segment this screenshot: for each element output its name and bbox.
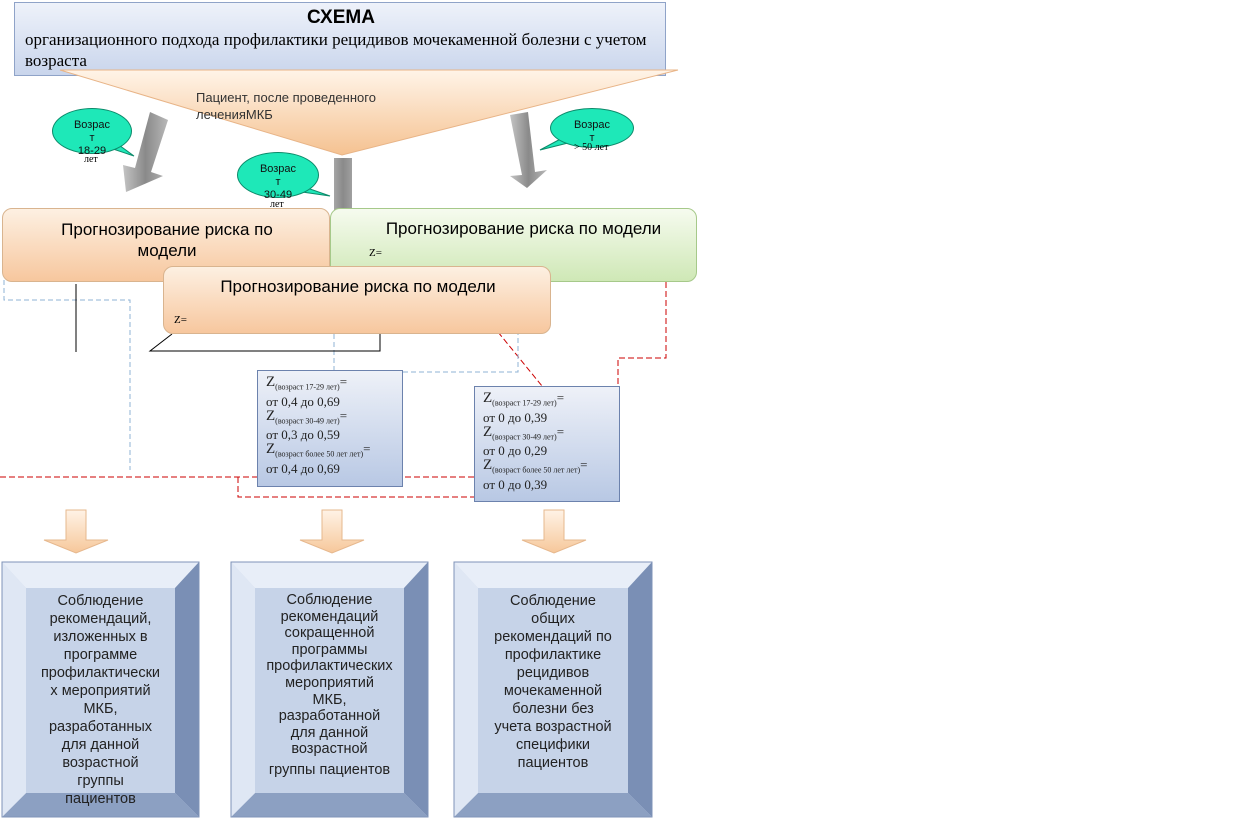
prog-title-right: Прогнозирование риска по модели bbox=[385, 219, 662, 238]
peach-arrow-3 bbox=[521, 509, 587, 554]
z-row: Z(возраст более 50 лет лет)= bbox=[483, 457, 588, 475]
patient-label: Пациент, после проведенного леченияМКБ bbox=[196, 89, 376, 123]
outcome-bevel-1 bbox=[1, 561, 200, 818]
prog-z-middle: Z= bbox=[174, 314, 187, 326]
z-row: Z(возраст 30-49 лет)= bbox=[483, 423, 565, 442]
red-dashed-connector-bottom bbox=[237, 477, 474, 498]
header-box: СХЕМА организационного подхода профилакт… bbox=[14, 2, 666, 76]
peach-arrow-2 bbox=[299, 509, 365, 554]
age-bubble-50-plus: Возрас т bbox=[550, 108, 634, 148]
z-range: от 0,4 до 0,69 bbox=[266, 460, 340, 476]
arrow-left-gray bbox=[123, 112, 168, 192]
prog-box-middle: Прогнозирование риска по модели Z= bbox=[163, 266, 551, 334]
diagram-title: СХЕМА bbox=[307, 7, 375, 28]
arrow-center-gray bbox=[324, 158, 362, 240]
outcome-bevel-2 bbox=[230, 561, 429, 818]
arrow-right-gray bbox=[510, 112, 547, 188]
outcome-text-2: Соблюдение рекомендаций сокращенной прог… bbox=[266, 592, 393, 778]
diagram-subtitle: организационного подхода профилактики ре… bbox=[25, 30, 647, 70]
patient-line-1: Пациент, после проведенного bbox=[196, 90, 376, 105]
patient-line-2: леченияМКБ bbox=[196, 107, 273, 122]
red-dashed-connector-mid bbox=[497, 331, 543, 387]
z-row: Z(возраст более 50 лет лет)= bbox=[266, 441, 371, 459]
peach-arrow-1 bbox=[43, 509, 109, 554]
z-row: Z(возраст 30-49 лет)= bbox=[266, 407, 348, 426]
blue-dashed-connector-right bbox=[402, 282, 519, 373]
z-range: от 0,4 до 0,69 bbox=[266, 393, 340, 409]
z-range: от 0 до 0,29 bbox=[483, 443, 548, 459]
z-row: Z(возраст 17-29 лет)= bbox=[483, 390, 565, 408]
prog-title-middle: Прогнозирование риска по модели bbox=[220, 277, 496, 296]
z-range: от 0,3 до 0,59 bbox=[266, 427, 340, 443]
z-range: от 0 до 0,39 bbox=[483, 409, 548, 425]
age-bubble-50-plus-tail: > 50 лет bbox=[574, 142, 609, 153]
prog-z-right: Z= bbox=[369, 247, 382, 259]
outcome-text-3: Соблюдение общих рекомендаций по профила… bbox=[494, 593, 612, 771]
z-range: от 0 до 0,39 bbox=[483, 476, 548, 492]
z-range-box-right: Z(возраст 17-29 лет)= от 0 до 0,39 Z(воз… bbox=[474, 386, 620, 502]
age-bubble-18-29-tail: лет bbox=[84, 154, 98, 165]
prog-title-left: Прогнозирование риска по модели bbox=[61, 220, 273, 260]
funnel-shape bbox=[59, 69, 679, 156]
age-bubble-30-49-tail: лет bbox=[270, 199, 284, 210]
outcome-text-1: Соблюдение рекомендаций, изложенных в пр… bbox=[40, 593, 161, 807]
z-row: Z(возраст 17-29 лет)= bbox=[266, 374, 348, 392]
age-bubble-30-49: Возрас т 30-49 bbox=[237, 152, 319, 201]
red-dashed-connector-right bbox=[617, 282, 667, 388]
outcome-bevel-3 bbox=[453, 561, 653, 818]
z-range-box-left: Z(возраст 17-29 лет)= от 0,4 до 0,69 Z(в… bbox=[257, 370, 403, 487]
age-bubble-18-29: Возрас т 18-29 bbox=[52, 108, 132, 157]
blue-dashed-connector-left bbox=[3, 272, 131, 470]
